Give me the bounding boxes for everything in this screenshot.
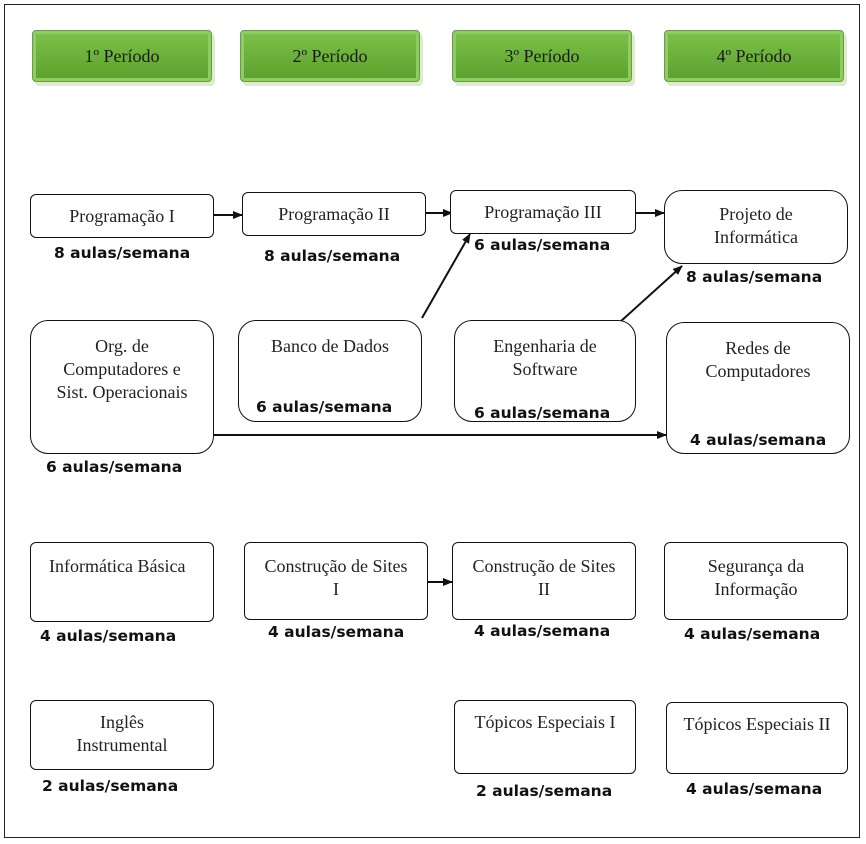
hours-informatica-basica: 4 aulas/semana [40,627,177,645]
hours-seguranca: 4 aulas/semana [684,625,821,643]
course-box-banco-dados: Banco de Dados [238,320,422,422]
course-box-redes: Redes de Computadores [666,322,850,454]
hours-engenharia-software: 6 aulas/semana [474,404,611,422]
course-box-topicos-1: Tópicos Especiais I [454,700,636,774]
hours-banco-dados: 6 aulas/semana [256,398,393,416]
hours-programacao-2: 8 aulas/semana [264,247,401,265]
period-2-header: 2º Período [240,30,420,82]
course-box-topicos-2: Tópicos Especiais II [666,702,848,774]
hours-org-computadores: 6 aulas/semana [46,458,183,476]
course-box-engenharia-software: Engenharia de Software [454,320,636,422]
course-box-programacao-1: Programação I [30,194,214,238]
course-box-programacao-3: Programação III [450,190,636,234]
course-box-org-computadores: Org. de Computadores e Sist. Operacionai… [30,320,214,454]
course-box-construcao-sites-2: Construção de Sites II [452,542,636,620]
course-box-ingles: Inglês Instrumental [30,700,214,770]
course-box-programacao-2: Programação II [242,192,426,236]
arrow-eng-projeto [619,265,683,323]
hours-redes: 4 aulas/semana [690,431,827,449]
arrow-banco-prog3 [421,233,471,319]
course-box-projeto: Projeto de Informática [664,190,848,264]
hours-programacao-1: 8 aulas/semana [54,244,191,262]
hours-ingles: 2 aulas/semana [42,777,179,795]
course-box-seguranca: Segurança da Informação [664,542,848,620]
period-4-header: 4º Período [664,30,844,82]
hours-construcao-sites-2: 4 aulas/semana [474,622,611,640]
hours-projeto: 8 aulas/semana [686,268,823,286]
hours-topicos-2: 4 aulas/semana [686,780,823,798]
hours-programacao-3: 6 aulas/semana [474,236,611,254]
course-box-informatica-basica: Informática Básica [30,542,214,622]
period-3-header: 3º Período [452,30,632,82]
period-1-header: 1º Período [32,30,212,82]
hours-topicos-1: 2 aulas/semana [476,782,613,800]
hours-construcao-sites-1: 4 aulas/semana [268,623,405,641]
course-box-construcao-sites-1: Construção de Sites I [244,542,428,620]
